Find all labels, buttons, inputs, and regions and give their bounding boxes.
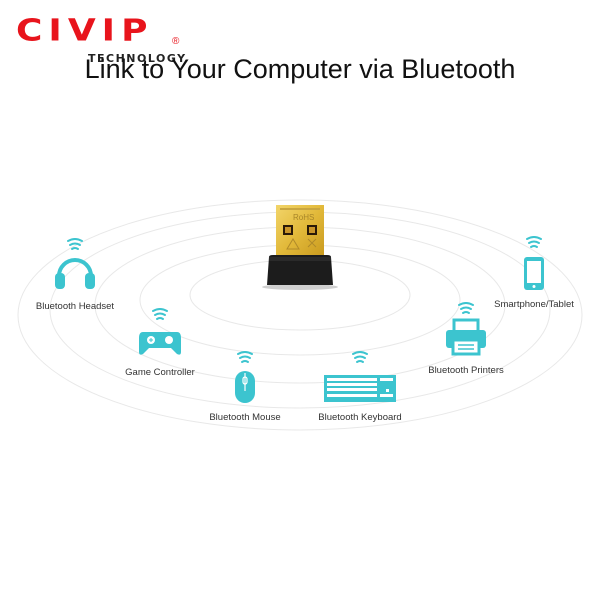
device-bluetooth-headset: Bluetooth Headset [30,236,120,312]
device-label: Bluetooth Keyboard [318,412,402,423]
gamepad-icon [139,308,181,355]
svg-text:RoHS: RoHS [293,213,314,222]
device-label: Bluetooth Headset [35,301,115,312]
device-label: Smartphone/Tablet [494,299,574,310]
logo-brand: CIVIP [16,13,154,48]
mouse-icon [235,351,255,403]
usb-adapter-icon: RoHS [267,205,333,285]
printer-icon [446,302,486,356]
device-bluetooth-printers: Bluetooth Printers [420,300,512,376]
device-label: Bluetooth Printers [428,365,504,376]
headphones-icon [55,238,95,289]
device-label: Game Controller [125,367,195,378]
registered-mark: ® [172,36,180,47]
device-smartphone-tablet: Smartphone/Tablet [488,234,580,310]
device-bluetooth-mouse: Bluetooth Mouse [200,349,290,423]
device-bluetooth-keyboard: Bluetooth Keyboard [310,349,410,423]
device-game-controller: Game Controller [115,306,205,378]
page-title: Link to Your Computer via Bluetooth [84,54,516,84]
smartphone-icon [524,236,544,290]
device-label: Bluetooth Mouse [209,412,281,423]
keyboard-icon [324,351,396,402]
logo-tagline: TECHNOLOGY [88,52,187,65]
